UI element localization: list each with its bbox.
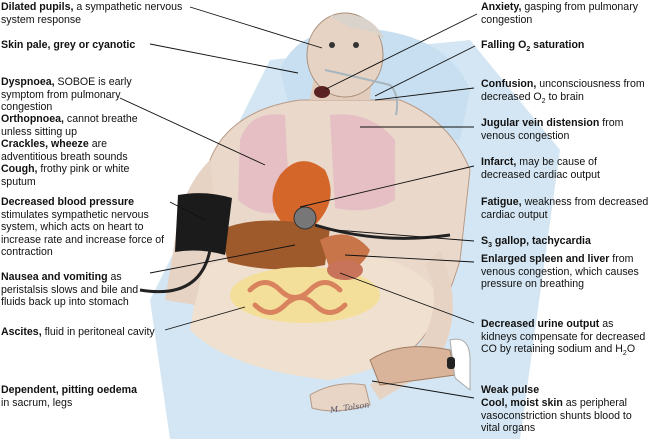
subscript: 2 <box>526 46 531 54</box>
label-orthopnoea: Orthopnoea, cannot breathe unless sittin… <box>1 113 151 138</box>
label-s3-gallop: S3 gallop, tachycardia <box>481 235 649 253</box>
label-dyspnoea: Dyspnoea, SOBOE is early symptom from pu… <box>1 76 151 114</box>
label-title: Enlarged spleen and liver <box>481 253 610 265</box>
label-title: Decreased urine output <box>481 318 600 330</box>
label-title: Anxiety, <box>481 1 522 13</box>
label-urine-output: Decreased urine output as kidneys compen… <box>481 318 649 361</box>
label-text-end: O <box>626 343 636 356</box>
right-lung <box>330 114 395 211</box>
wristwatch <box>447 357 455 369</box>
kidney <box>327 260 363 280</box>
stethoscope-head <box>293 206 317 230</box>
label-title-end: gallop, tachycardia <box>491 235 591 247</box>
eye-right <box>353 42 359 48</box>
stethoscope-tube <box>314 223 451 240</box>
label-title: Dependent, pitting oedema <box>1 384 137 396</box>
label-title: Jugular vein distension <box>481 117 600 129</box>
label-title: Skin pale, grey or cyanotic <box>1 39 136 51</box>
label-skin-pale: Skin pale, grey or cyanotic <box>1 39 201 52</box>
stomach <box>320 234 370 271</box>
eye-left <box>329 42 335 48</box>
label-nausea: Nausea and vomiting as peristalsis slows… <box>1 271 153 309</box>
label-text: weakness from decreased cardiac output <box>481 196 649 221</box>
label-text: cannot breathe unless sitting up <box>1 113 138 138</box>
label-infarct: Infarct, may be cause of decreased cardi… <box>481 156 649 181</box>
label-weak-pulse: Weak pulse <box>481 384 649 397</box>
label-title: Infarct, <box>481 156 517 168</box>
label-dilated-pupils: Dilated pupils, a sympathetic nervous sy… <box>1 1 191 26</box>
label-title: Nausea and vomiting <box>1 271 108 283</box>
label-ascites: Ascites, fluid in peritoneal cavity <box>1 326 181 339</box>
label-text: in sacrum, legs <box>1 396 73 409</box>
label-falling-o2: Falling O2 saturation <box>481 39 649 57</box>
label-title: Falling O <box>481 39 527 51</box>
label-oedema: Dependent, pitting oedema in sacrum, leg… <box>1 384 171 409</box>
subscript: 2 <box>541 97 546 105</box>
label-text: SOBOE is early symptom from pulmonary co… <box>1 76 132 114</box>
patient-hand <box>309 383 371 412</box>
label-text: may be cause of decreased cardiac output <box>481 156 600 181</box>
bp-cuff <box>175 193 232 255</box>
label-title: Fatigue, <box>481 196 522 208</box>
label-title: Dilated pupils, <box>1 1 74 13</box>
subscript: 3 <box>488 242 492 250</box>
hair <box>330 14 385 40</box>
intestines <box>247 280 348 315</box>
label-title: Cool, moist skin <box>481 397 563 409</box>
examiner-sleeve <box>449 338 471 392</box>
leader-lines <box>119 6 478 399</box>
label-title: Orthopnoea, <box>1 113 64 125</box>
label-text: as peripheral vasoconstriction shunts bl… <box>481 397 632 435</box>
label-title-end: saturation <box>530 39 585 51</box>
label-fatigue: Fatigue, weakness from decreased cardiac… <box>481 196 649 221</box>
bp-tube <box>139 249 212 294</box>
label-cough: Cough, frothy pink or white sputum <box>1 163 151 188</box>
label-decreased-bp: Decreased blood pressure stimulates symp… <box>1 196 173 259</box>
label-text: as peristalsis slows and bile and fluids… <box>1 271 139 309</box>
label-text: stimulates sympathetic nervous system, w… <box>1 208 165 259</box>
label-text: a sympathetic nervous system response <box>1 1 183 26</box>
label-title: Decreased blood pressure <box>1 196 135 208</box>
subscript: 2 <box>622 350 627 358</box>
label-text: frothy pink or white sputum <box>1 163 130 188</box>
label-title: Weak pulse <box>481 384 540 396</box>
label-title: Confusion, <box>481 78 537 90</box>
label-text: from venous congestion <box>481 117 624 142</box>
label-anxiety: Anxiety, gasping from pulmonary congesti… <box>481 1 649 26</box>
label-crackles: Crackles, wheeze are adventitious breath… <box>1 138 151 163</box>
label-text: as kidneys compensate for decreased CO b… <box>481 318 646 356</box>
heart <box>272 161 331 232</box>
oxygen-tube <box>324 69 399 116</box>
label-title: Ascites, <box>1 326 42 338</box>
label-text-end: to brain <box>545 90 584 103</box>
label-title: Dyspnoea, <box>1 76 55 88</box>
label-spleen-liver: Enlarged spleen and liver from venous co… <box>481 253 649 291</box>
label-text: gasping from pulmonary congestion <box>481 1 639 26</box>
label-title: Cough, <box>1 163 38 175</box>
label-jugular: Jugular vein distension from venous cong… <box>481 117 649 142</box>
liver <box>220 220 330 270</box>
label-text: from venous congestion, which causes pre… <box>481 253 639 291</box>
label-title: Crackles, wheeze <box>1 138 89 150</box>
label-text: fluid in peritoneal cavity <box>41 326 155 338</box>
head <box>306 12 384 98</box>
label-title: S <box>481 235 489 247</box>
label-cool-skin: Cool, moist skin as peripheral vasoconst… <box>481 397 649 435</box>
label-text: are adventitious breath sounds <box>1 138 128 163</box>
label-text: unconsciousness from decreased O <box>481 78 645 103</box>
label-confusion: Confusion, unconsciousness from decrease… <box>481 78 649 108</box>
